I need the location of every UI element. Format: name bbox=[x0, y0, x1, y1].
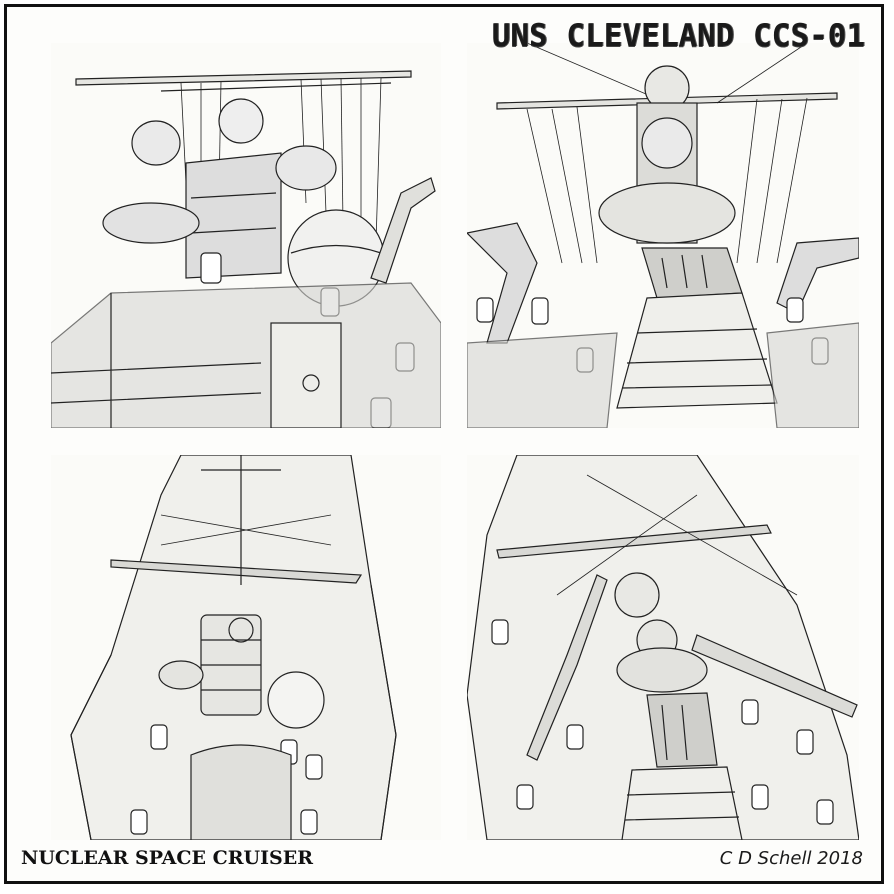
ship-class-caption: NUCLEAR SPACE CRUISER bbox=[21, 847, 313, 869]
render-panel-bridge-view bbox=[467, 43, 859, 428]
artwork-frame: UNS CLEVELAND CCS-01 NUCLEAR SPACE CRUIS… bbox=[4, 4, 884, 884]
ship-sketch-top bbox=[70, 455, 397, 840]
render-panel-quarter-view bbox=[467, 455, 859, 840]
render-panel-top-view bbox=[51, 455, 441, 840]
render-panel-bow-view bbox=[51, 43, 441, 428]
ship-sketch-bow bbox=[51, 70, 441, 428]
artist-credit: C D Schell 2018 bbox=[719, 848, 863, 869]
ship-sketch-quarter bbox=[467, 455, 859, 840]
ship-sketch-bridge bbox=[467, 43, 859, 428]
ship-title: UNS CLEVELAND CCS-01 bbox=[491, 18, 865, 54]
